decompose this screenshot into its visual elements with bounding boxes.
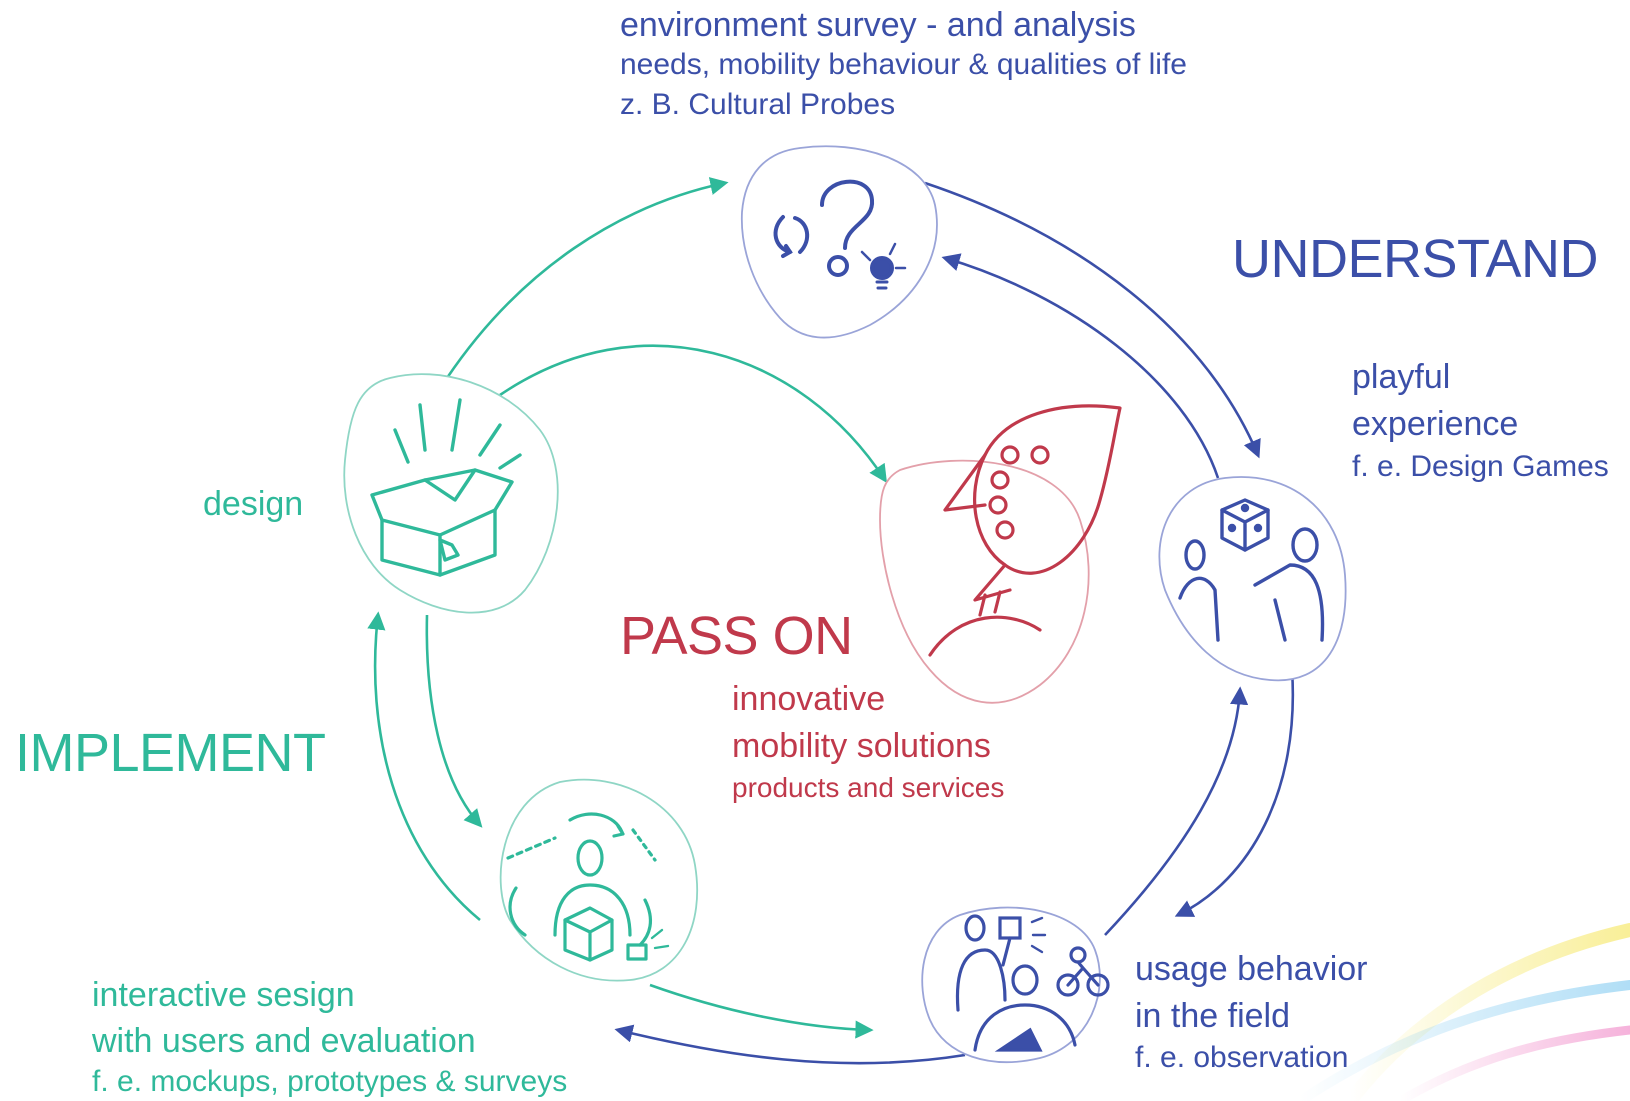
arrow-playful-to-usage (1174, 669, 1295, 917)
usage-example: f. e. observation (1135, 1041, 1349, 1074)
survey-title: environment survey - and analysis (620, 6, 1136, 44)
phase-understand: UNDERSTAND (1232, 229, 1599, 289)
design-node (343, 373, 559, 614)
interactive-line1: interactive sesign (92, 976, 355, 1014)
playful-example: f. e. Design Games (1352, 450, 1609, 483)
interactive-line2: with users and evaluation (92, 1022, 476, 1060)
usage-node (921, 906, 1110, 1063)
cycle-arrows (367, 177, 1295, 1065)
playful-node (1158, 476, 1347, 682)
survey-example: z. B. Cultural Probes (620, 88, 896, 121)
usage-line1: usage behavior (1135, 950, 1368, 988)
passon-example: products and services (732, 772, 1005, 803)
design-title: design (203, 485, 304, 523)
arrow-interactive-to-design (367, 611, 481, 922)
interactive-example: f. e. mockups, prototypes & surveys (92, 1065, 568, 1098)
playful-blob (1158, 476, 1347, 682)
prototype-person-icon (506, 812, 670, 962)
arrow-playful-to-survey (941, 253, 1220, 479)
phase-implement: IMPLEMENT (15, 723, 326, 783)
arrow-survey-to-playful (924, 181, 1261, 459)
arrow-usage-to-playful (1104, 686, 1249, 936)
arrow-interactive-to-usage (649, 983, 874, 1039)
rocket-icon (928, 404, 1122, 657)
passon-line2: mobility solutions (732, 727, 991, 765)
usage-blob (921, 906, 1101, 1063)
phase-pass-on: PASS ON (620, 606, 853, 666)
survey-blob (740, 145, 938, 339)
observation-icon (955, 914, 1110, 1052)
arrow-design-to-survey (445, 177, 729, 379)
passon-node (879, 404, 1122, 704)
dice-people-icon (1178, 498, 1325, 642)
survey-node (740, 145, 938, 339)
usage-line2: in the field (1135, 997, 1290, 1035)
playful-line1: playful (1352, 358, 1451, 396)
interactive-blob (499, 778, 699, 982)
playful-line2: experience (1352, 405, 1519, 443)
arrow-design-to-passon (499, 344, 887, 484)
interactive-node (499, 778, 699, 982)
passon-line1: innovative (732, 680, 886, 718)
survey-subtitle: needs, mobility behaviour & qualities of… (620, 48, 1187, 81)
open-box-icon (370, 398, 522, 577)
question-bulb-icon (773, 179, 907, 290)
arrow-design-to-interactive (425, 614, 483, 828)
decorative-swooshes (1295, 923, 1630, 1101)
arrow-usage-to-interactive (614, 1024, 966, 1065)
passon-blob (879, 459, 1090, 704)
